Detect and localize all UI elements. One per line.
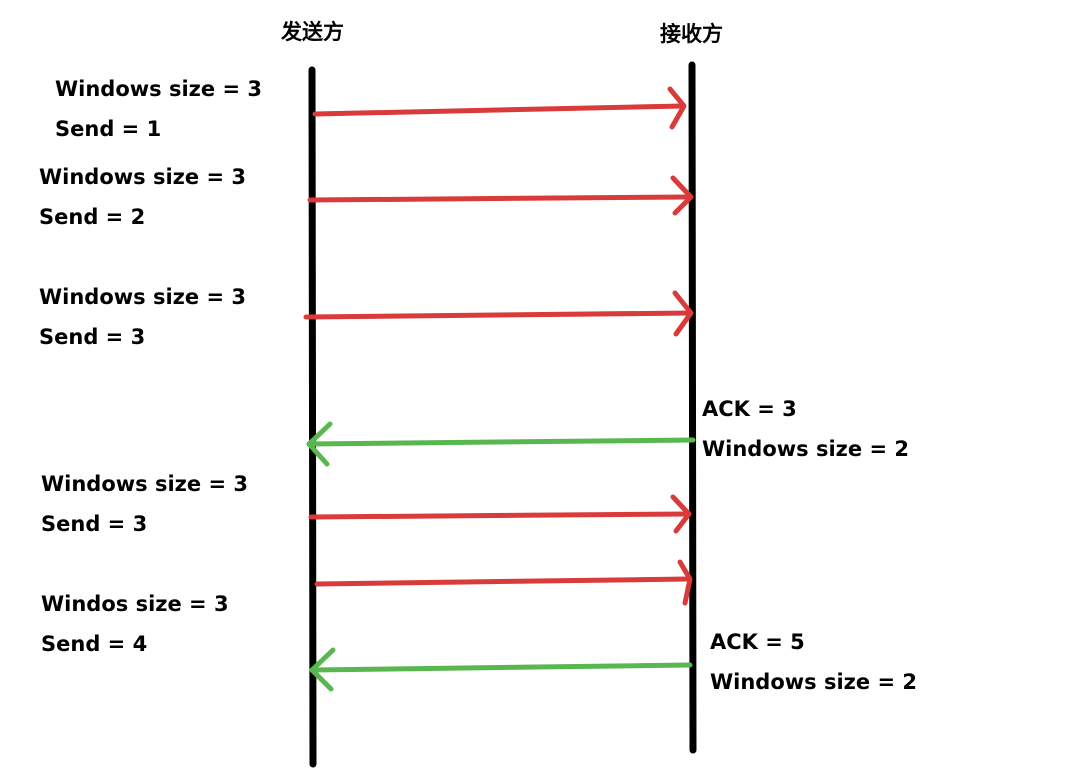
ack-arrow-1 bbox=[306, 421, 696, 467]
sender-note-5-send: Send = 4 bbox=[41, 632, 148, 656]
sender-note-3-send: Send = 3 bbox=[39, 325, 146, 349]
receiver-note-2-ack: ACK = 5 bbox=[710, 630, 805, 654]
sender-note-4-window: Windows size = 3 bbox=[41, 472, 248, 496]
receiver-note-1-ack: ACK = 3 bbox=[702, 397, 797, 421]
sender-note-2-window: Windows size = 3 bbox=[39, 165, 246, 189]
message-arrow-1 bbox=[312, 86, 687, 130]
sender-note-3-window: Windows size = 3 bbox=[39, 285, 246, 309]
receiver-note-1-window: Windows size = 2 bbox=[702, 437, 909, 461]
receiver-header: 接收方 bbox=[660, 22, 723, 46]
message-arrow-5 bbox=[314, 559, 693, 606]
sender-note-4-send: Send = 3 bbox=[41, 512, 148, 536]
receiver-note-2-window: Windows size = 2 bbox=[710, 670, 917, 694]
ack-arrow-2 bbox=[309, 647, 693, 692]
message-arrow-3 bbox=[303, 290, 694, 337]
sender-note-2-send: Send = 2 bbox=[39, 205, 146, 229]
receiver-lifeline bbox=[688, 61, 697, 754]
sender-note-1-send: Send = 1 bbox=[55, 117, 162, 141]
sender-lifeline bbox=[308, 66, 317, 768]
sender-note-5-window: Windos size = 3 bbox=[41, 592, 229, 616]
sender-header: 发送方 bbox=[281, 20, 344, 44]
sender-note-1-window: Windows size = 3 bbox=[55, 77, 262, 101]
message-arrow-4 bbox=[308, 494, 692, 534]
message-arrow-2 bbox=[307, 175, 694, 216]
